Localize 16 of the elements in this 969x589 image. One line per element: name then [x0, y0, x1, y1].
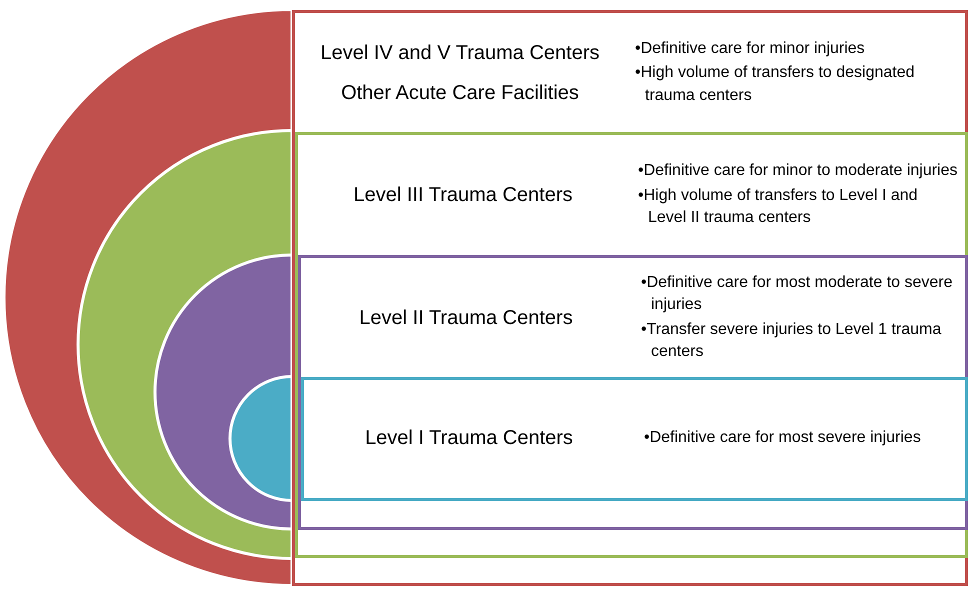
bullet-item: •High volume of transfers to designated trauma centers — [635, 63, 916, 106]
bullet-item: •Definitive care for minor injuries — [635, 38, 866, 59]
level-box — [292, 10, 968, 586]
level-box — [295, 132, 968, 558]
bullet-item: •Definitive care for most severe injuries — [644, 428, 922, 448]
bullet-item: •Definitive care for minor to moderate injuries — [638, 161, 959, 182]
bullet-item: •High volume of transfers to Level I and Level II trauma centers — [638, 186, 919, 228]
level-box — [301, 377, 968, 501]
tier-heading: Level III Trauma Centers — [352, 183, 574, 208]
tier-heading: Other Acute Care Facilities — [340, 80, 580, 106]
tier-heading: Level IV and V Trauma Centers — [319, 40, 601, 66]
bullet-item: •Transfer severe injuries to Level 1 trauma centers — [641, 320, 942, 362]
tier-heading: Level I Trauma Centers — [364, 426, 574, 451]
level-box — [298, 255, 968, 530]
tier-heading: Level II Trauma Centers — [358, 306, 574, 330]
bullet-item: •Definitive care for most moderate to severe injuries — [641, 272, 954, 316]
